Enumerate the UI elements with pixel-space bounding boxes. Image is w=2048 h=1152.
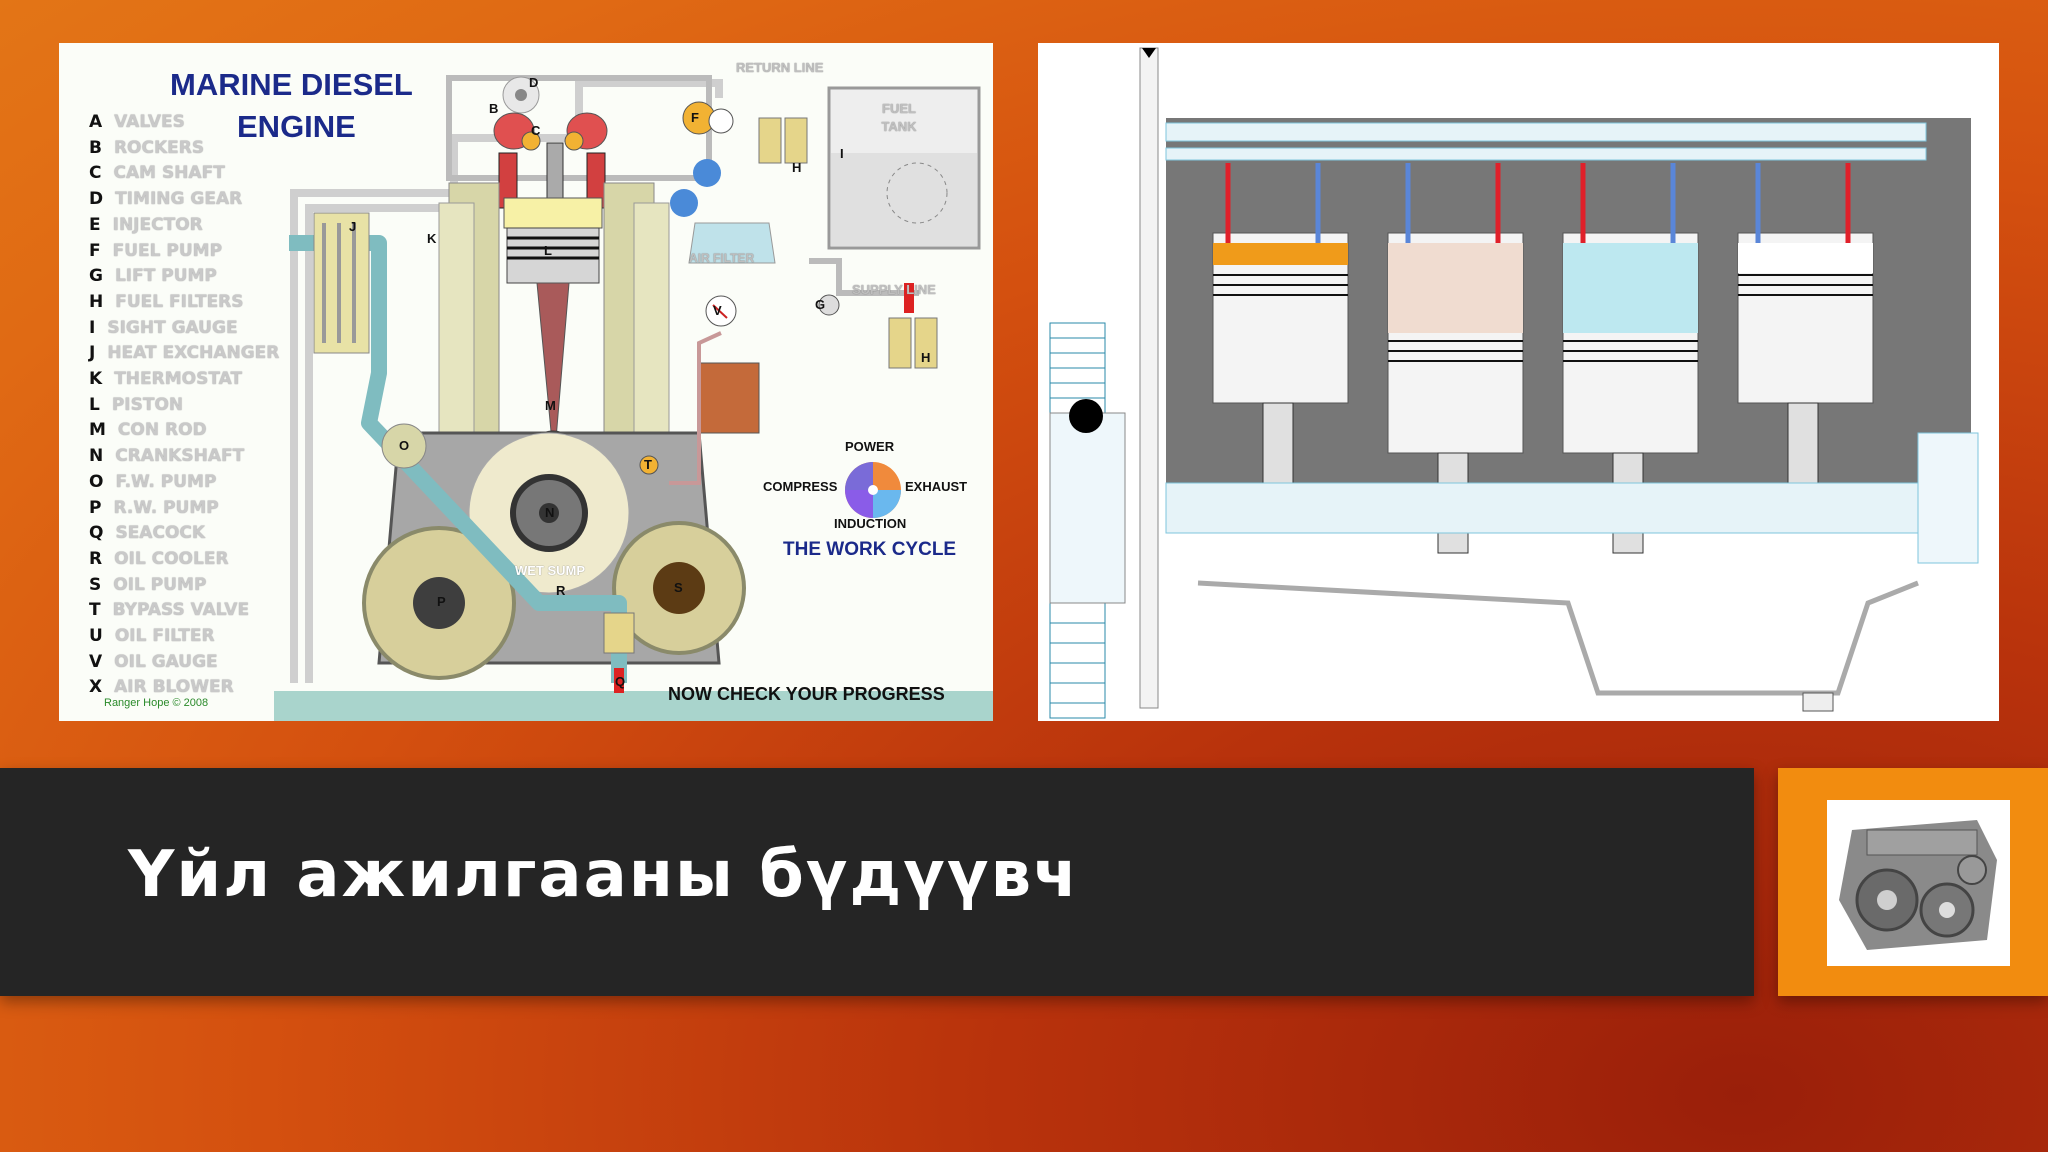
engine-photo-icon [1827,800,2010,966]
legend-name: INJECTOR [112,214,203,235]
legend-letter: C [89,163,102,184]
legend-name: VALVES [114,112,185,132]
legend-item: V OIL GAUGE [89,652,218,672]
legend-item: Q SEACOCK [89,523,205,543]
legend-name: OIL PUMP [113,574,207,595]
work-cycle-title: THE WORK CYCLE [783,539,957,560]
legend-name: HEAT EXCHANGER [107,343,280,364]
legend-name: LIFT PUMP [114,266,217,287]
legend-letter: T [89,600,101,621]
cycle-exhaust: EXHAUST [905,479,968,494]
legend-name: AIR BLOWER [114,677,234,698]
credit-text: Ranger Hope © 2008 [104,697,209,709]
legend-name: SEACOCK [115,523,206,544]
cycle-compress: COMPRESS [763,479,838,494]
legend-name: FUEL FILTERS [115,291,244,312]
diagram-title-line1: MARINE DIESEL [170,67,413,102]
legend-letter: G [89,266,103,287]
legend-letter: P [89,497,102,518]
legend-item: I SIGHT GAUGE [89,318,238,338]
legend-name: ROCKERS [113,137,205,158]
legend-name: SIGHT GAUGE [107,317,238,338]
legend-letter: M [89,420,106,441]
legend-letter: U [89,626,103,646]
legend-letter: O [89,471,104,492]
legend-name: BYPASS VALVE [112,600,250,621]
legend-item: M CON ROD [89,420,207,440]
engine-cross-section [274,75,993,721]
legend-item: E INJECTOR [89,215,203,235]
legend-item: P R.W. PUMP [89,498,219,518]
legend-letter: B [89,137,102,158]
legend-name: CON ROD [117,420,207,441]
four-cylinder-engine [1049,47,1979,719]
legend-item: B ROCKERS [89,138,204,158]
title-bar [0,768,1754,996]
legend-item: S OIL PUMP [89,575,206,595]
legend-name: OIL GAUGE [114,651,218,672]
legend-name: THERMOSTAT [114,369,243,389]
air-filter-label: AIR FILTER [689,251,755,265]
legend-item: T BYPASS VALVE [89,600,249,620]
supply-line-label: SUPPLY LINE [852,282,936,297]
legend-item: F FUEL PUMP [89,241,222,261]
legend-item: X AIR BLOWER [89,677,234,697]
legend-item: H FUEL FILTERS [89,292,244,312]
legend-item: G LIFT PUMP [89,266,217,286]
legend-letter: S [89,574,102,595]
legend-item: U OIL FILTER [89,626,215,646]
fuel-tank-label: FUEL TANK [881,101,917,134]
legend-item: D TIMING GEAR [89,189,242,209]
check-progress-link[interactable]: NOW CHECK YOUR PROGRESS [668,684,945,704]
legend-name: PISTON [111,394,184,415]
legend-name: OIL FILTER [114,626,215,646]
engine-thumbnail [1827,800,2010,966]
legend-letter: E [89,214,101,235]
legend-name: CAM SHAFT [113,163,225,184]
marine-diesel-diagram: MARINE DIESEL ENGINE A VALVES B ROCKERS C CAM… [59,43,993,721]
legend-letter: X [89,677,103,698]
legend-letter: J [89,343,96,364]
legend-letter: Q [89,523,104,544]
legend-letter: R [89,548,103,569]
legend-item: J HEAT EXCHANGER [89,343,279,363]
slide-title: Үйл ажилгааны бүдүүвч [128,838,1080,912]
legend-letter: N [89,446,104,467]
wet-sump-label: WET SUMP [515,563,586,578]
legend-item: C CAM SHAFT [89,163,225,183]
legend-item: L PISTON [89,395,183,415]
legend-name: TIMING GEAR [115,189,243,210]
legend-item: N CRANKSHAFT [89,446,244,466]
cycle-power: POWER [845,439,895,454]
legend-name: OIL COOLER [114,548,229,569]
legend-letter: K [89,369,103,389]
legend-letter: D [89,189,104,210]
legend-name: R.W. PUMP [113,497,219,518]
legend-name: FUEL PUMP [112,240,223,261]
legend-name: F.W. PUMP [115,471,217,492]
legend-item: A VALVES [89,112,185,132]
legend-letter: A [89,112,103,132]
legend-name: CRANKSHAFT [115,446,245,467]
diagram-title-line2: ENGINE [237,109,356,144]
legend-item: O F.W. PUMP [89,472,216,492]
cycle-induction: INDUCTION [834,516,907,531]
inline-engine-diagram [1038,43,1999,721]
legend-letter: L [89,394,100,415]
legend-letter: I [89,317,96,338]
legend-item: K THERMOSTAT [89,369,242,389]
legend-item: R OIL COOLER [89,549,229,569]
legend-letter: V [89,651,103,672]
legend-letter: H [89,291,104,312]
return-line-label: RETURN LINE [736,60,824,75]
legend-letter: F [89,240,101,261]
